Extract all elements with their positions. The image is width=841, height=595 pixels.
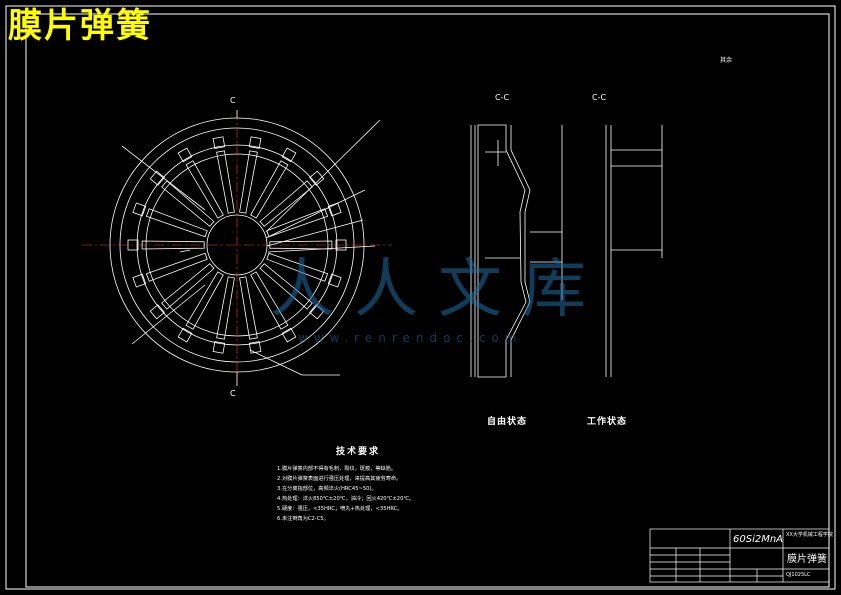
spring-finger — [185, 160, 224, 219]
spring-finger — [259, 263, 313, 310]
spring-finger — [259, 180, 313, 227]
finger-root-slot — [149, 304, 165, 320]
spring-finger — [161, 180, 215, 227]
spring-finger — [216, 276, 235, 340]
tech-requirement-item: 6.未注倒角为C2-C5。 — [277, 516, 329, 522]
spring-finger — [239, 276, 258, 340]
spring-finger — [269, 240, 333, 250]
spring-finger — [266, 252, 329, 282]
finger-root-slot — [149, 170, 165, 186]
free-state-label: 自由状态 — [487, 417, 528, 427]
title-block — [649, 528, 830, 583]
title-block-material: 60Si2MnA — [733, 534, 784, 545]
finger-root-slot — [281, 147, 297, 163]
tech-requirement-item: 2.对膜片弹簧表面进行强压处理，来提高其疲劳寿命。 — [277, 476, 402, 482]
finger-root-slot — [212, 136, 226, 149]
front-view — [82, 110, 392, 386]
finger-root-slot — [309, 304, 325, 320]
tech-requirement-item: 1.膜片弹簧内部不得有毛刺，裂纹，斑痕，等缺陷。 — [277, 466, 397, 472]
finger-root-slot — [248, 136, 262, 149]
spring-finger — [216, 150, 235, 214]
tech-requirement-item: 4.热处理：淬火850℃±20℃，油冷；回火420℃±20℃。 — [277, 496, 415, 502]
tech-requirement-item: 3.在分离指部位，高频淬火(HRC45~50)。 — [277, 486, 377, 492]
finger-root-slot — [281, 327, 297, 343]
spring-finger — [185, 271, 224, 330]
finger-root-slot — [212, 341, 226, 354]
spring-finger — [145, 208, 208, 238]
spring-finger — [266, 208, 329, 238]
tech-requirement-item: 5.硬度：强压，<35HRC；喷丸+热处理，<35HRC。 — [277, 506, 403, 512]
finger-root-slot — [132, 273, 147, 288]
finger-root-slot — [327, 202, 342, 217]
finger-root-slot — [327, 273, 342, 288]
spring-finger — [250, 160, 289, 219]
title-block-part-name: 膜片弹簧 — [787, 554, 827, 565]
section-view-label-work: C-C — [592, 93, 607, 102]
finger-root-slot — [309, 170, 325, 186]
roughness-note: 其余 — [720, 57, 733, 64]
finger-root-slot — [177, 327, 193, 343]
section-view-label-free: C-C — [495, 93, 510, 102]
title-block-drawing-number: QJ1025LC — [786, 572, 811, 578]
spring-finger — [161, 263, 215, 310]
watermark-url: www.renrendoc.com — [298, 331, 523, 345]
work-state-label: 工作状态 — [587, 417, 628, 427]
spring-finger — [239, 150, 258, 214]
finger-root-slot — [248, 341, 262, 354]
inner-border — [25, 13, 830, 588]
spring-finger — [250, 271, 289, 330]
section-mark-bottom: C — [230, 389, 236, 398]
spring-finger — [141, 240, 205, 250]
finger-root-slot — [177, 147, 193, 163]
section-mark-top: C — [230, 96, 236, 105]
section-views — [470, 124, 663, 378]
drawing-title: 膜片弹簧 — [8, 6, 152, 46]
title-block-school: XX大学机械工程学院 — [786, 532, 833, 538]
outer-border — [5, 5, 836, 590]
watermark-logo-text: 人人文库 — [270, 253, 606, 327]
finger-root-slot — [132, 202, 147, 217]
finger-root-slot — [335, 239, 347, 251]
tech-requirements-heading: 技术要求 — [336, 447, 381, 457]
finger-root-slot — [127, 239, 139, 251]
spring-finger — [145, 252, 208, 282]
